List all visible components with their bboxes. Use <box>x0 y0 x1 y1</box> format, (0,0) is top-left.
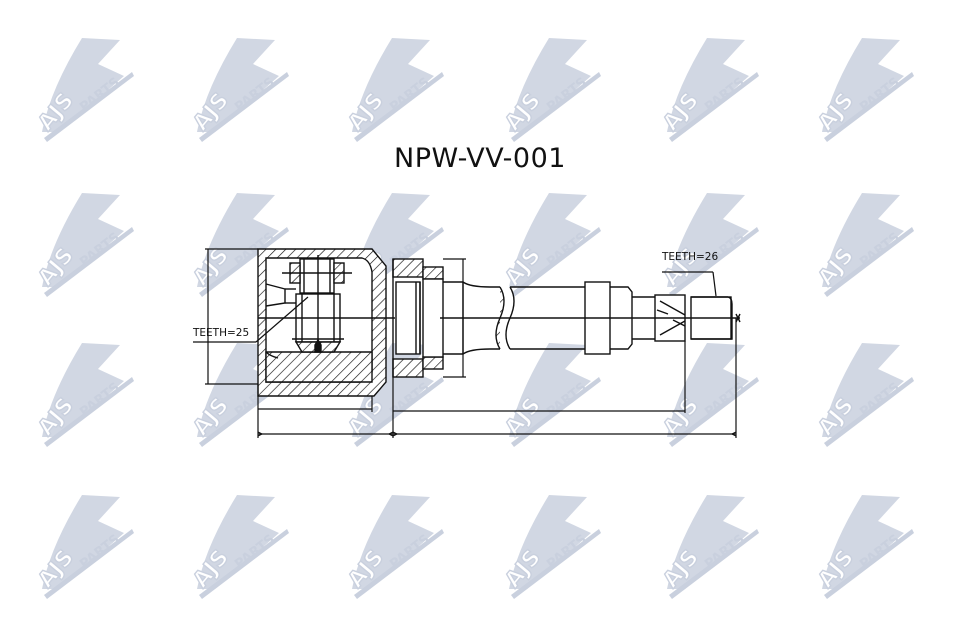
outer-teeth-label: TEETH=26 <box>662 251 719 263</box>
shaft-assembly <box>392 258 741 378</box>
dimension-lines <box>193 248 737 438</box>
outer-housing-joint <box>257 248 395 397</box>
inner-teeth-label: TEETH=25 <box>193 327 250 339</box>
part-number-title: NPW-VV-001 <box>394 143 566 174</box>
